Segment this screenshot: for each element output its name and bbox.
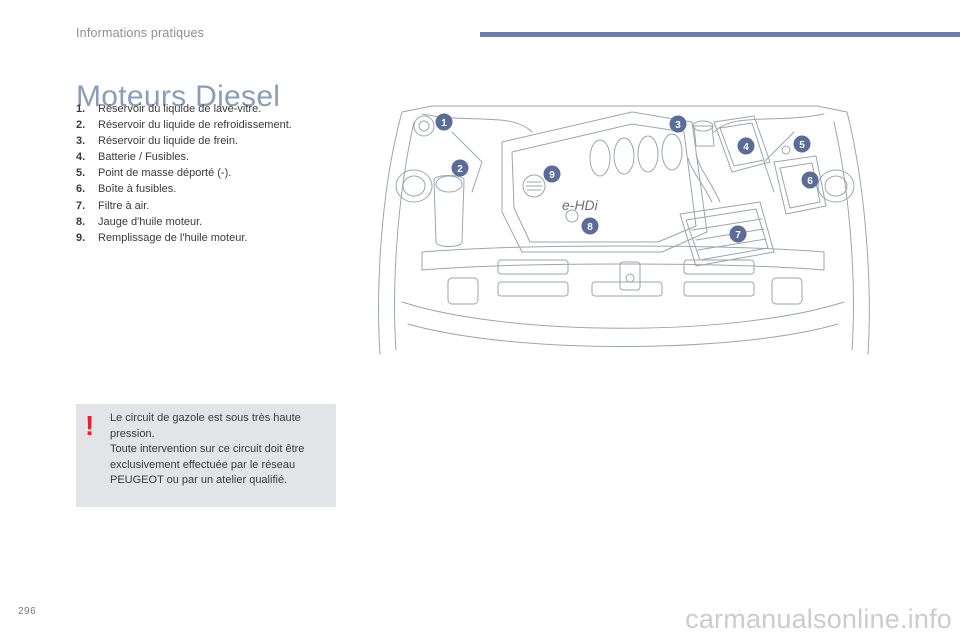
coolant-reservoir	[433, 175, 465, 247]
svg-text:6: 6	[807, 176, 813, 187]
warning-line: pression.	[110, 427, 155, 440]
engine-badge: e-HDi	[562, 197, 599, 213]
ground-point	[781, 145, 791, 155]
front-bumper	[401, 301, 845, 347]
legend-number: 6.	[76, 183, 86, 196]
warning-line: exclusivement effectuée par le réseau	[110, 458, 296, 471]
bay-outline	[378, 105, 870, 355]
callout-9: 9	[543, 165, 561, 183]
legend-item: 6. Boîte à fusibles.	[76, 181, 366, 197]
legend-number: 2.	[76, 119, 86, 132]
svg-text:7: 7	[735, 230, 741, 241]
legend-text: Jauge d'huile moteur.	[98, 215, 203, 228]
watermark: carmanualsonline.info	[685, 604, 952, 634]
callout-7: 7	[729, 225, 747, 243]
legend-text: Remplissage de l'huile moteur.	[98, 231, 248, 244]
intake-hose	[687, 153, 721, 203]
section-label: Informations pratiques	[76, 26, 205, 40]
left-headlight	[395, 169, 433, 203]
warning-line: Le circuit de gazole est sous très haute	[110, 412, 301, 424]
legend-item: 2. Réservoir du liquide de refroidissemen…	[76, 117, 366, 133]
legend-item: 7. Filtre à air.	[76, 198, 366, 214]
svg-text:5: 5	[799, 140, 805, 151]
legend-number: 9.	[76, 231, 86, 244]
engine-bay-diagram: e-HDi 1 2 3 4 5 6 7 8 9	[378, 105, 870, 355]
callout-8: 8	[581, 217, 599, 235]
legend-text: Boîte à fusibles.	[98, 183, 177, 196]
legend-number: 4.	[76, 151, 86, 164]
legend-item: 3. Réservoir du liquide de frein.	[76, 133, 366, 149]
legend-list: 1. Réservoir du liquide de lave-vitre. 2.…	[76, 101, 366, 246]
legend-text: Réservoir du liquide de refroidissement.	[98, 119, 292, 132]
legend-item: 1. Réservoir du liquide de lave-vitre.	[76, 101, 366, 117]
fuse-box	[773, 155, 827, 215]
legend-number: 7.	[76, 199, 86, 212]
callout-1: 1	[435, 113, 453, 131]
svg-text:2: 2	[457, 164, 463, 175]
legend-text: Réservoir du liquide de frein.	[98, 135, 239, 148]
callout-6: 6	[801, 171, 819, 189]
right-headlight	[817, 169, 855, 203]
warning-line: PEUGEOT ou par un atelier qualifié.	[110, 474, 288, 487]
hood-latch	[619, 261, 641, 291]
legend-item: 8. Jauge d'huile moteur.	[76, 214, 366, 230]
callout-2: 2	[451, 159, 469, 177]
legend-number: 8.	[76, 215, 86, 228]
legend-item: 9. Remplissage de l'huile moteur.	[76, 230, 366, 246]
svg-text:9: 9	[549, 170, 555, 181]
cross-member	[421, 245, 825, 271]
legend-text: Point de masse déporté (-).	[98, 167, 232, 180]
legend-number: 5.	[76, 167, 86, 180]
legend-text: Batterie / Fusibles.	[98, 151, 190, 164]
svg-text:8: 8	[587, 222, 593, 233]
bay-inner-outline	[394, 121, 854, 351]
header-rule	[480, 32, 960, 37]
engine-cover	[501, 111, 708, 253]
svg-text:4: 4	[743, 142, 749, 153]
legend-text: Réservoir du liquide de lave-vitre.	[98, 103, 262, 115]
battery	[713, 115, 771, 173]
callout-5: 5	[793, 135, 811, 153]
legend-item: 5. Point de masse déporté (-).	[76, 165, 366, 181]
page-title: Moteurs Diesel	[76, 80, 281, 114]
legend-text: Filtre à air.	[98, 199, 150, 212]
exclamation-icon: !	[85, 410, 95, 441]
washer-reservoir-cap	[413, 115, 435, 137]
svg-text:1: 1	[441, 118, 447, 129]
oil-filler-cap	[522, 174, 546, 198]
legend-number: 1.	[76, 103, 86, 115]
brake-fluid-reservoir	[693, 125, 715, 147]
air-filter	[679, 201, 775, 267]
legend-item: 4. Batterie / Fusibles.	[76, 149, 366, 165]
warning-line: Toute intervention sur ce circuit doit ê…	[110, 443, 305, 456]
callout-3: 3	[669, 115, 687, 133]
svg-text:3: 3	[675, 120, 681, 131]
warning-box: ! Le circuit de gazole est sous très hau…	[76, 404, 336, 507]
legend-number: 3.	[76, 135, 86, 148]
page-number: 296	[18, 606, 37, 617]
callout-4: 4	[737, 137, 755, 155]
warning-text: Le circuit de gazole est sous très haute…	[110, 411, 332, 489]
oil-dipstick	[565, 209, 579, 223]
